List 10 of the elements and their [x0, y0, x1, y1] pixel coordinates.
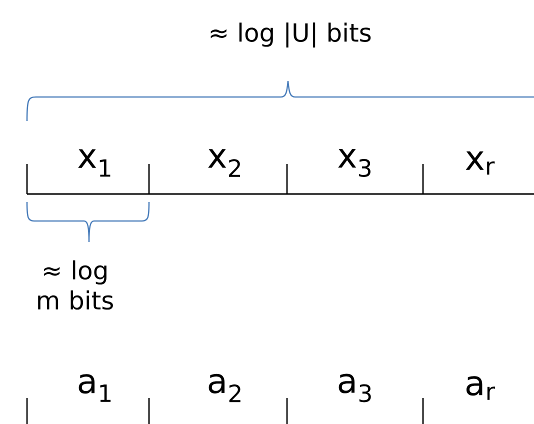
field-label: a$_{3}$ [338, 374, 371, 402]
field-label: a$_{r}$ [466, 376, 496, 400]
field-label: a$_{1}$ [78, 374, 111, 402]
brace-label: ≈ log m bits [38, 260, 113, 310]
field-label: a$_{2}$ [208, 374, 240, 402]
field-label: x$_{3}$ [338, 148, 370, 177]
brace-label: ≈ log |U| bits [210, 22, 371, 48]
field-label: x$_{r}$ [466, 151, 495, 175]
field-label: x$_{2}$ [208, 149, 240, 177]
field-label: x$_{1}$ [78, 149, 110, 177]
